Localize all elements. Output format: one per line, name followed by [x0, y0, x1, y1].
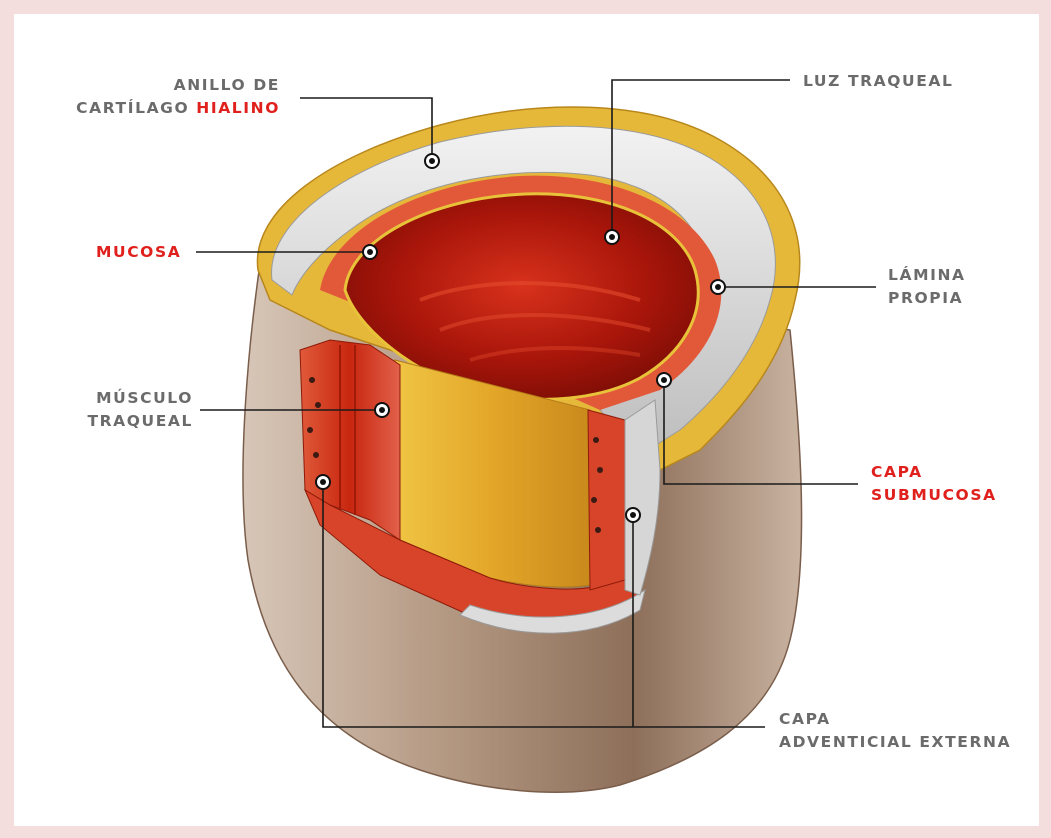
label-anillo-prefix: CARTÍLAGO	[76, 99, 196, 117]
marker-anillo	[425, 154, 439, 168]
label-luz-line1: LUZ TRAQUEAL	[803, 70, 953, 93]
label-lamina-line1: LÁMINA	[888, 264, 966, 287]
label-lamina-line2: PROPIA	[888, 287, 966, 310]
label-mucosa: MUCOSA	[96, 241, 181, 264]
label-anillo-line1: ANILLO DE	[76, 74, 280, 97]
marker-adventicia-left	[316, 475, 330, 489]
label-musculo-traqueal: MÚSCULO TRAQUEAL	[87, 387, 193, 433]
label-submucosa-line1: CAPA	[871, 461, 997, 484]
label-capa-submucosa: CAPA SUBMUCOSA	[871, 461, 997, 507]
label-adventicia-line2: ADVENTICIAL EXTERNA	[779, 731, 1011, 754]
label-musculo-line1: MÚSCULO	[87, 387, 193, 410]
label-anillo-highlight: HIALINO	[196, 99, 280, 117]
label-musculo-line2: TRAQUEAL	[87, 410, 193, 433]
marker-mucosa	[363, 245, 377, 259]
marker-lamina	[711, 280, 725, 294]
label-submucosa-line2: SUBMUCOSA	[871, 484, 997, 507]
marker-adventicia-right	[626, 508, 640, 522]
label-luz-traqueal: LUZ TRAQUEAL	[803, 70, 953, 93]
label-lamina-propia: LÁMINA PROPIA	[888, 264, 966, 310]
marker-luz	[605, 230, 619, 244]
label-anillo-line2: CARTÍLAGO HIALINO	[76, 97, 280, 120]
label-anillo-cartilago-hialino: ANILLO DE CARTÍLAGO HIALINO	[76, 74, 280, 120]
label-adventicia-line1: CAPA	[779, 708, 1011, 731]
label-capa-adventicial-externa: CAPA ADVENTICIAL EXTERNA	[779, 708, 1011, 754]
marker-submucosa	[657, 373, 671, 387]
label-mucosa-line1: MUCOSA	[96, 241, 181, 264]
marker-musculo	[375, 403, 389, 417]
